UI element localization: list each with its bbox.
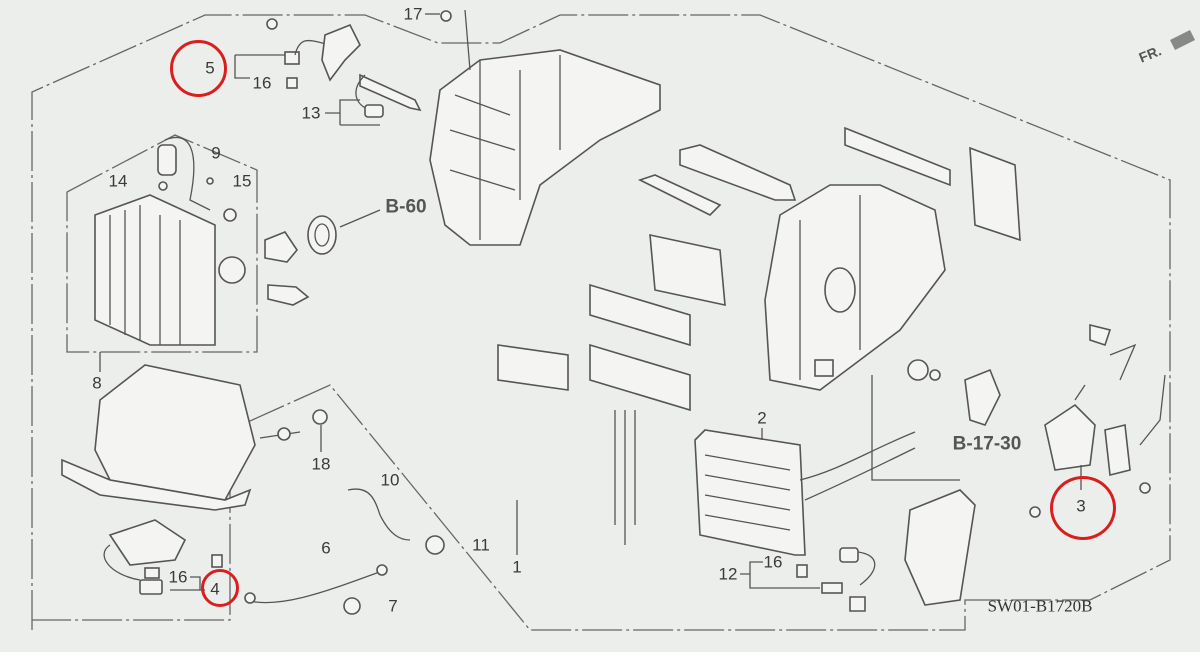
blower-housing bbox=[429, 49, 661, 246]
callout-16-lower: 16 bbox=[168, 567, 188, 587]
callout-16-right: 16 bbox=[763, 552, 783, 572]
lower-case bbox=[61, 364, 328, 511]
callout-6: 6 bbox=[321, 538, 331, 558]
door-motor-top bbox=[266, 10, 452, 118]
callout-14: 14 bbox=[108, 171, 128, 191]
mode-door-motor bbox=[904, 323, 1166, 606]
expansion-valve bbox=[157, 136, 246, 284]
assembly-boundary bbox=[31, 14, 1171, 631]
callout-2: 2 bbox=[757, 408, 767, 428]
highlight-circle-4 bbox=[201, 569, 239, 607]
callout-16: 16 bbox=[252, 73, 272, 93]
leader-lines bbox=[99, 9, 1082, 591]
callout-11: 11 bbox=[472, 535, 490, 555]
callout-9: 9 bbox=[211, 143, 221, 163]
harness-12 bbox=[796, 547, 876, 612]
evaporator-core bbox=[94, 194, 216, 346]
hose-and-rod bbox=[244, 488, 445, 615]
callout-15: 15 bbox=[232, 171, 252, 191]
reference-b-60[interactable]: B-60 bbox=[385, 196, 427, 218]
callout-17: 17 bbox=[403, 4, 423, 24]
front-direction-arrow bbox=[1170, 30, 1195, 50]
blower-control-unit bbox=[103, 519, 223, 595]
callout-8: 8 bbox=[92, 373, 102, 393]
highlight-circle-5 bbox=[170, 40, 227, 97]
reference-b-17-30[interactable]: B-17-30 bbox=[952, 433, 1022, 455]
heater-case bbox=[764, 184, 946, 391]
air-mix-doors bbox=[497, 126, 1021, 545]
callout-10: 10 bbox=[380, 470, 400, 490]
callout-13: 13 bbox=[301, 103, 321, 123]
callout-7: 7 bbox=[388, 596, 398, 616]
highlight-circle-3 bbox=[1050, 476, 1116, 540]
drawing-code: SW01-B1720B bbox=[987, 596, 1093, 616]
callout-18: 18 bbox=[311, 454, 331, 474]
callout-1: 1 bbox=[512, 557, 522, 577]
heater-core bbox=[694, 429, 916, 556]
pipe-fittings bbox=[264, 209, 381, 306]
callout-12: 12 bbox=[718, 564, 738, 584]
